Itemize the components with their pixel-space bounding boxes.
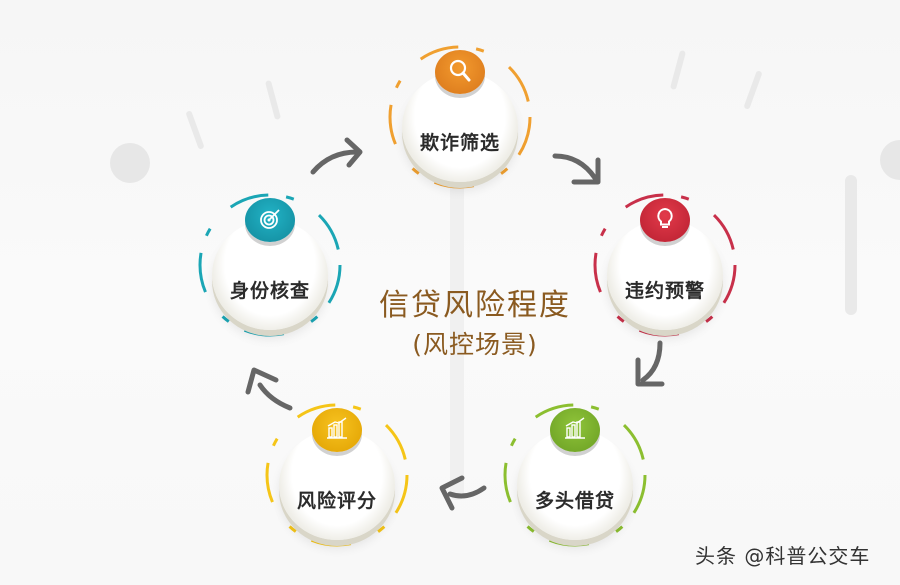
arrow-default-to-multi — [635, 340, 665, 387]
node-identity-check: 身份核查 — [195, 190, 345, 340]
node-label: 多头借贷 — [534, 490, 615, 512]
bar-chart-icon — [565, 417, 585, 439]
bar-chart-icon — [327, 417, 347, 439]
bg-decor-bar — [845, 175, 857, 315]
node-icon-button — [312, 408, 362, 452]
node-icon-button — [640, 198, 690, 242]
dashed-ring — [593, 193, 737, 337]
arrow-identity-to-fraud — [310, 137, 363, 175]
magnifier-icon — [449, 59, 471, 82]
diagram-title: 信贷风险程度 — [379, 288, 571, 323]
dashed-ring — [198, 193, 342, 337]
dashed-ring — [388, 45, 532, 189]
node-label: 违约预警 — [624, 280, 705, 302]
diagram-subtitle: (风控场景) — [412, 330, 538, 359]
node-icon-button — [435, 50, 485, 94]
node-default-warning: 违约预警 — [590, 190, 740, 340]
arrow-fraud-to-default — [552, 153, 601, 185]
node-risk-scoring: 风险评分 — [262, 400, 412, 550]
dashed-ring — [265, 403, 409, 547]
node-fraud-screening: 欺诈筛选 — [385, 42, 535, 192]
lightbulb-icon — [657, 207, 673, 228]
arrow-multi-to-score — [439, 475, 487, 511]
arrow-score-to-identity — [245, 367, 293, 411]
dashed-ring — [503, 403, 647, 547]
watermark: 头条 @科普公交车 — [695, 544, 871, 568]
node-label: 欺诈筛选 — [419, 132, 500, 154]
node-label: 风险评分 — [296, 490, 377, 512]
node-icon-button — [245, 198, 295, 242]
node-label: 身份核查 — [229, 280, 310, 302]
bg-decor-bar — [450, 180, 464, 500]
node-multi-lending: 多头借贷 — [500, 400, 650, 550]
bg-decor-dot — [880, 140, 900, 180]
bg-decor-dot — [110, 143, 150, 183]
node-icon-button — [550, 408, 600, 452]
target-icon — [260, 209, 280, 229]
